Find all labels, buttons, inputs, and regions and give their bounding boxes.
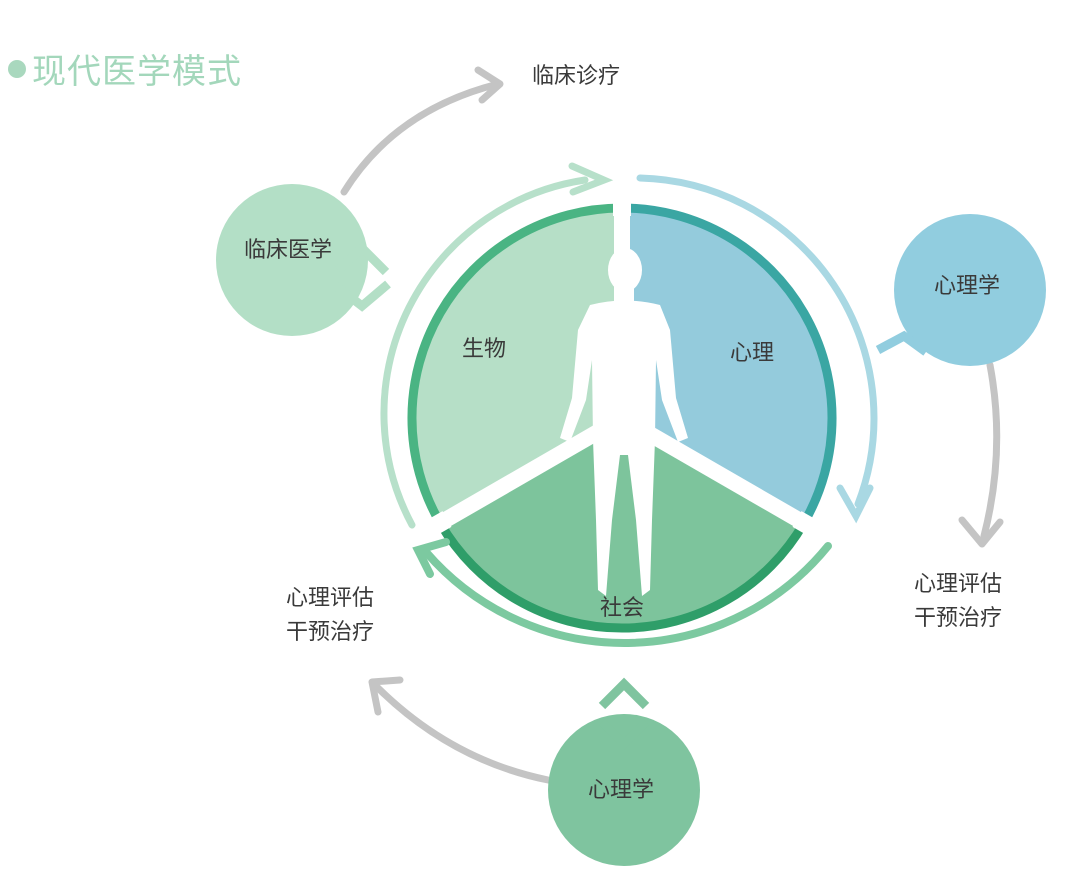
outcome-left: 心理评估 干预治疗 <box>286 582 374 650</box>
outcome-right: 心理评估 干预治疗 <box>914 568 1002 636</box>
arrow-to-clinical-treatment <box>340 80 502 196</box>
node-circles <box>216 184 1046 866</box>
arc-bottom-green <box>422 542 832 647</box>
node-label-clinical-medicine: 临床医学 <box>244 238 333 263</box>
title-text: 现代医学模式 <box>32 52 242 92</box>
outcome-right-line1: 心理评估 <box>914 572 1003 597</box>
outcome-clinical-treatment: 临床诊疗 <box>532 64 621 89</box>
arrow-to-right-outcome <box>980 361 1001 540</box>
gray-arrows <box>340 66 1004 784</box>
node-clinical-medicine <box>216 184 368 336</box>
node-label-psychology-right: 心理学 <box>934 274 1001 299</box>
title: 现代医学模式 <box>8 44 242 93</box>
node-psychology-bottom <box>548 714 700 866</box>
chevron-psych-bottom <box>598 677 650 751</box>
node-label-psychology-bottom: 心理学 <box>588 778 655 803</box>
title-bullet-icon <box>8 59 26 78</box>
sector-label-biology: 生物 <box>462 337 507 362</box>
sector-label-psychology: 心理 <box>730 341 775 366</box>
rim-society <box>436 520 808 633</box>
rim-biology <box>407 203 623 526</box>
node-psychology-right <box>894 214 1046 366</box>
rim-psychology <box>621 203 837 526</box>
human-silhouette <box>560 248 688 596</box>
arrow-to-left-outcome <box>372 682 552 784</box>
outcome-right-line2: 干预治疗 <box>914 606 1003 632</box>
outer-ring-arrows <box>380 162 878 647</box>
sector-label-society: 社会 <box>600 596 645 621</box>
arc-right-blue <box>636 174 878 508</box>
chevron-clinical <box>333 241 391 312</box>
outcome-left-line1: 心理评估 <box>286 586 375 611</box>
outcome-left-line2: 干预治疗 <box>286 620 375 646</box>
connector-chevrons <box>333 241 943 751</box>
chevron-psych-right <box>875 281 943 356</box>
arc-left-light <box>380 176 589 529</box>
